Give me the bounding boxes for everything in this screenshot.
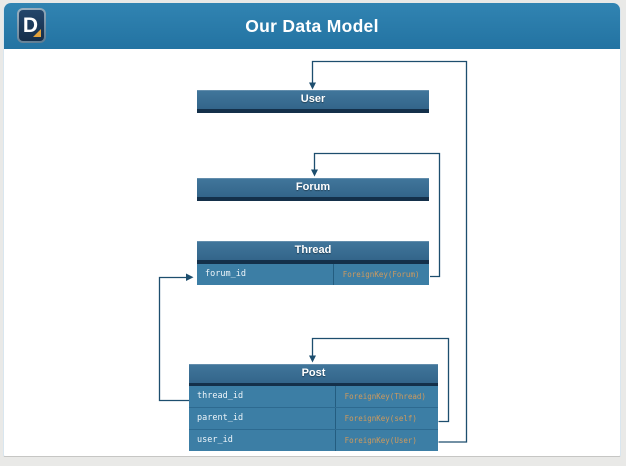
table-thread-header: Thread xyxy=(197,241,429,264)
arrowhead-user-icon xyxy=(309,82,316,90)
logo: D xyxy=(17,8,46,43)
table-user: User xyxy=(197,90,429,113)
field-type: ForeignKey(User) xyxy=(334,430,438,451)
slide: D Our Data Model User xyxy=(3,3,621,457)
field-name: parent_id xyxy=(197,413,244,423)
arrowhead-thread-icon xyxy=(186,273,194,281)
field-row-user-id: user_id ForeignKey(User) xyxy=(189,429,438,451)
field-row-forum-id: forum_id ForeignKey(Forum) xyxy=(197,264,429,285)
connector-post-thread xyxy=(158,276,189,402)
field-type: ForeignKey(self) xyxy=(334,408,438,429)
field-name: thread_id xyxy=(197,391,244,401)
arrowhead-post-icon xyxy=(309,355,316,363)
field-name: forum_id xyxy=(205,269,246,279)
field-type: ForeignKey(Forum) xyxy=(332,264,429,285)
title-bar: D Our Data Model xyxy=(4,3,620,49)
field-row-thread-id: thread_id ForeignKey(Thread) xyxy=(189,386,438,407)
table-post: Post thread_id ForeignKey(Thread) parent… xyxy=(189,364,438,451)
field-row-parent-id: parent_id ForeignKey(self) xyxy=(189,407,438,429)
table-user-header: User xyxy=(197,90,429,113)
page-title: Our Data Model xyxy=(245,16,379,36)
field-type: ForeignKey(Thread) xyxy=(334,386,438,407)
logo-badge: D xyxy=(19,10,44,41)
table-forum-header: Forum xyxy=(197,178,429,201)
table-thread: Thread forum_id ForeignKey(Forum) xyxy=(197,241,429,285)
table-forum: Forum xyxy=(197,178,429,201)
table-post-header: Post xyxy=(189,364,438,386)
field-name: user_id xyxy=(197,435,233,445)
arrowhead-forum-icon xyxy=(311,169,318,177)
logo-accent-wedge-icon xyxy=(33,29,41,37)
